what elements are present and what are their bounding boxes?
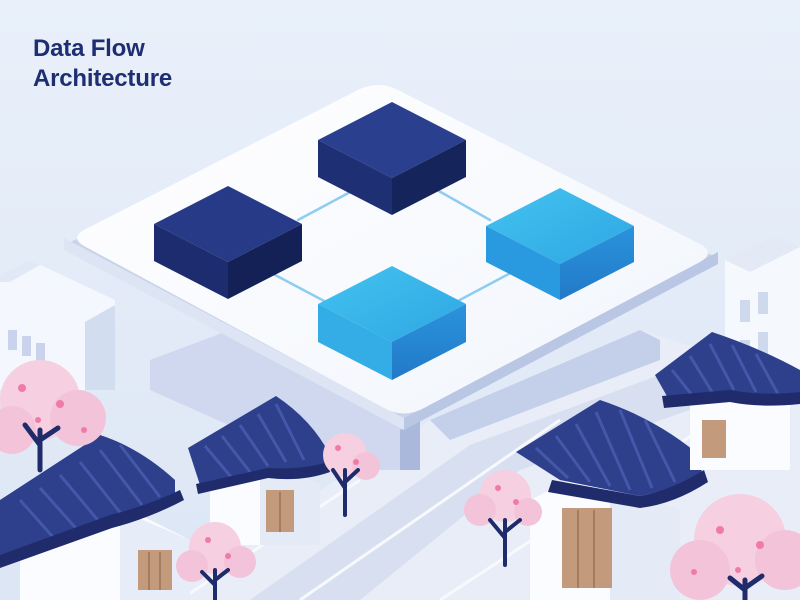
node-bottom [318, 266, 466, 380]
node-top [318, 102, 466, 215]
roof-tiles-far-right [655, 332, 800, 398]
platform [64, 85, 718, 430]
cherry-tree-top-left [0, 360, 106, 473]
page-title: Data Flow Architecture [33, 34, 172, 94]
title-line-2: Architecture [33, 65, 172, 92]
cherry-tree-center [464, 470, 542, 567]
hanok-house-left [0, 435, 190, 600]
roof-tiles-middle [188, 396, 330, 485]
cherry-tree-middle [323, 433, 380, 517]
node-left [154, 186, 302, 299]
connector-node-top-left [296, 188, 356, 222]
background-building-left [0, 260, 115, 390]
node-right [486, 188, 634, 300]
cherry-tree-bottom-right [670, 494, 800, 600]
cherry-tree-bottom-left [176, 522, 256, 600]
hanok-house-middle [188, 396, 330, 545]
title-line-1: Data Flow [33, 35, 145, 62]
hanok-house-right [516, 400, 708, 600]
hanok-house-far-right [655, 332, 800, 470]
connector-node-top-right [428, 184, 492, 222]
